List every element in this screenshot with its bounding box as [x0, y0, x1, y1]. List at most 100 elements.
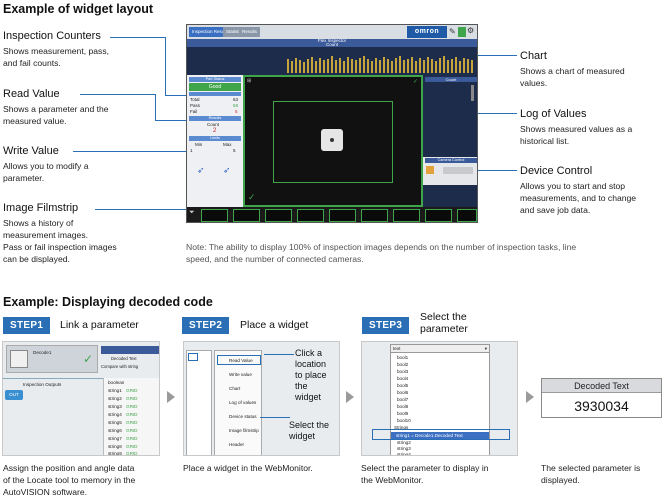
connector-line	[73, 151, 191, 152]
callout-image-filmstrip: Image Filmstrip Shows a history of measu…	[3, 202, 183, 265]
callout-write-value: Write Value Allows you to modify a param…	[3, 145, 183, 184]
list-item[interactable]: bool7	[397, 397, 409, 402]
list-item[interactable]: bool8	[397, 404, 409, 409]
callout-desc-line: Allows you to start and stop	[520, 181, 626, 191]
tool-header	[101, 346, 159, 354]
widget-menu: Read Value Write value Chart Log of valu…	[214, 350, 262, 455]
string-row[interactable]: string4	[108, 412, 122, 417]
filmstrip-frame[interactable]	[393, 209, 420, 222]
string-row[interactable]: string7	[108, 436, 122, 441]
string-row[interactable]: string9	[108, 451, 122, 456]
out-connector[interactable]: OUT	[5, 390, 23, 400]
filmstrip-frame[interactable]	[297, 209, 324, 222]
tab-results[interactable]: Results	[239, 27, 261, 37]
list-item[interactable]: string3	[397, 446, 411, 451]
result-caption: The selected parameter is displayed.	[541, 462, 661, 486]
pause-icon[interactable]	[458, 27, 466, 37]
filmstrip-frame[interactable]	[361, 209, 388, 222]
string-row[interactable]: string6	[108, 428, 122, 433]
caption-line: the WebMonitor.	[361, 475, 424, 485]
callout-title: Write Value	[3, 145, 59, 157]
parameter-dropdown[interactable]: text ▾	[391, 345, 489, 353]
list-item[interactable]: string2	[397, 440, 411, 445]
log-scrollbar[interactable]	[471, 85, 474, 101]
list-item[interactable]: bool2	[397, 362, 409, 367]
list-item[interactable]: string4	[397, 452, 411, 456]
menu-item-chart[interactable]: Chart	[229, 386, 241, 391]
menu-item-write-value[interactable]: Write value	[229, 372, 252, 377]
filmstrip-frame[interactable]	[425, 209, 452, 222]
parameter-list: text ▾ bool1 bool2 bool3 bool4 bool5 boo…	[390, 344, 490, 456]
job-selector[interactable]	[443, 167, 473, 174]
max-value[interactable]: 5	[233, 148, 236, 153]
string-row[interactable]: string3	[108, 404, 122, 409]
chevron-down-icon: ▾	[484, 346, 487, 351]
chart-title: Flex Inspector	[317, 38, 347, 43]
limits-header: Limits	[189, 136, 241, 141]
callout-title: Chart	[520, 50, 547, 62]
list-item[interactable]: bool4	[397, 376, 409, 381]
string-row[interactable]: string1	[108, 388, 122, 393]
tab-statistic[interactable]: Statistic	[223, 27, 245, 37]
caption-line: Select the parameter to display in	[361, 463, 489, 473]
pen-icon[interactable]: ✎	[449, 27, 456, 36]
decoded-text-widget: Decoded Text 3930034	[541, 378, 662, 418]
gear-icon[interactable]: ⚙	[467, 26, 475, 35]
connector-line	[165, 95, 191, 96]
zoom-icon[interactable]: ⊞	[247, 78, 252, 84]
step3-title-line: parameter	[420, 323, 468, 335]
list-item[interactable]: bool3	[397, 369, 409, 374]
menu-item-image-filmstrip[interactable]: Image filmstrip	[229, 428, 259, 433]
filmstrip-frame[interactable]	[201, 209, 228, 222]
list-item[interactable]: bool5	[397, 383, 409, 388]
filmstrip-frame[interactable]	[265, 209, 292, 222]
filmstrip-frame[interactable]	[329, 209, 356, 222]
string-row[interactable]: string8	[108, 444, 122, 449]
placement-cell[interactable]	[188, 353, 198, 361]
min-label: Min	[195, 142, 203, 147]
tab-inspection-results[interactable]: Inspection Results	[189, 27, 232, 37]
pin-icon[interactable]: ➶	[223, 165, 231, 175]
menu-item-device-status[interactable]: Device status	[229, 414, 257, 419]
callout-desc-line: Allows you to modify a	[3, 161, 89, 171]
connector-line	[155, 120, 191, 121]
decoded-text-header: Decoded Text	[542, 379, 661, 393]
callout-title: Inspection Counters	[3, 30, 101, 42]
menu-item-header[interactable]: Header	[229, 442, 245, 447]
list-item[interactable]: bool1	[397, 355, 409, 360]
lock-icon[interactable]	[426, 166, 434, 174]
connector-line	[460, 113, 517, 114]
filmstrip-frame[interactable]	[233, 209, 260, 222]
filmstrip-frame[interactable]	[457, 209, 477, 222]
decode-tool-node[interactable]: Decode1 ✓	[6, 345, 98, 373]
decoded-text-label: Decoded Text	[111, 356, 137, 361]
canvas-area[interactable]	[186, 350, 212, 455]
filter-icon[interactable]: ⏷	[189, 209, 195, 216]
callout-title: Read Value	[3, 88, 60, 100]
connector-line	[165, 37, 166, 95]
grid-tag: GRID	[126, 436, 138, 441]
min-value[interactable]: 1	[190, 148, 193, 153]
note-line: speed, and the number of connected camer…	[186, 254, 364, 264]
menu-item-read-value[interactable]: Read Value	[229, 358, 253, 363]
callout-desc-line: and fail counts.	[3, 58, 61, 68]
list-item[interactable]: bool9	[397, 411, 409, 416]
string-row[interactable]: string2	[108, 396, 122, 401]
callout-read-value: Read Value Shows a parameter and the mea…	[3, 88, 183, 127]
callout-line: widget	[295, 392, 322, 402]
grid-tag: GRID	[126, 404, 138, 409]
connector-line	[155, 94, 156, 120]
callout-line: location	[295, 359, 327, 369]
list-item-selected[interactable]: string1 = Decode1.Decoded Text	[391, 432, 489, 439]
pin-icon[interactable]: ➶	[197, 165, 205, 175]
callout-desc-line: Shows a history of	[3, 218, 74, 228]
barcode-icon	[10, 350, 28, 368]
callout-title: Device Control	[520, 165, 593, 177]
step-arrow-icon	[526, 391, 534, 403]
string-row[interactable]: string5	[108, 420, 122, 425]
inspection-image: ⊞ ✓ ✓	[243, 75, 423, 207]
menu-item-log-of-values[interactable]: Log of values	[229, 400, 257, 405]
list-item[interactable]: bool10	[397, 418, 411, 423]
roi-rectangle[interactable]	[273, 101, 393, 183]
list-item[interactable]: bool6	[397, 390, 409, 395]
